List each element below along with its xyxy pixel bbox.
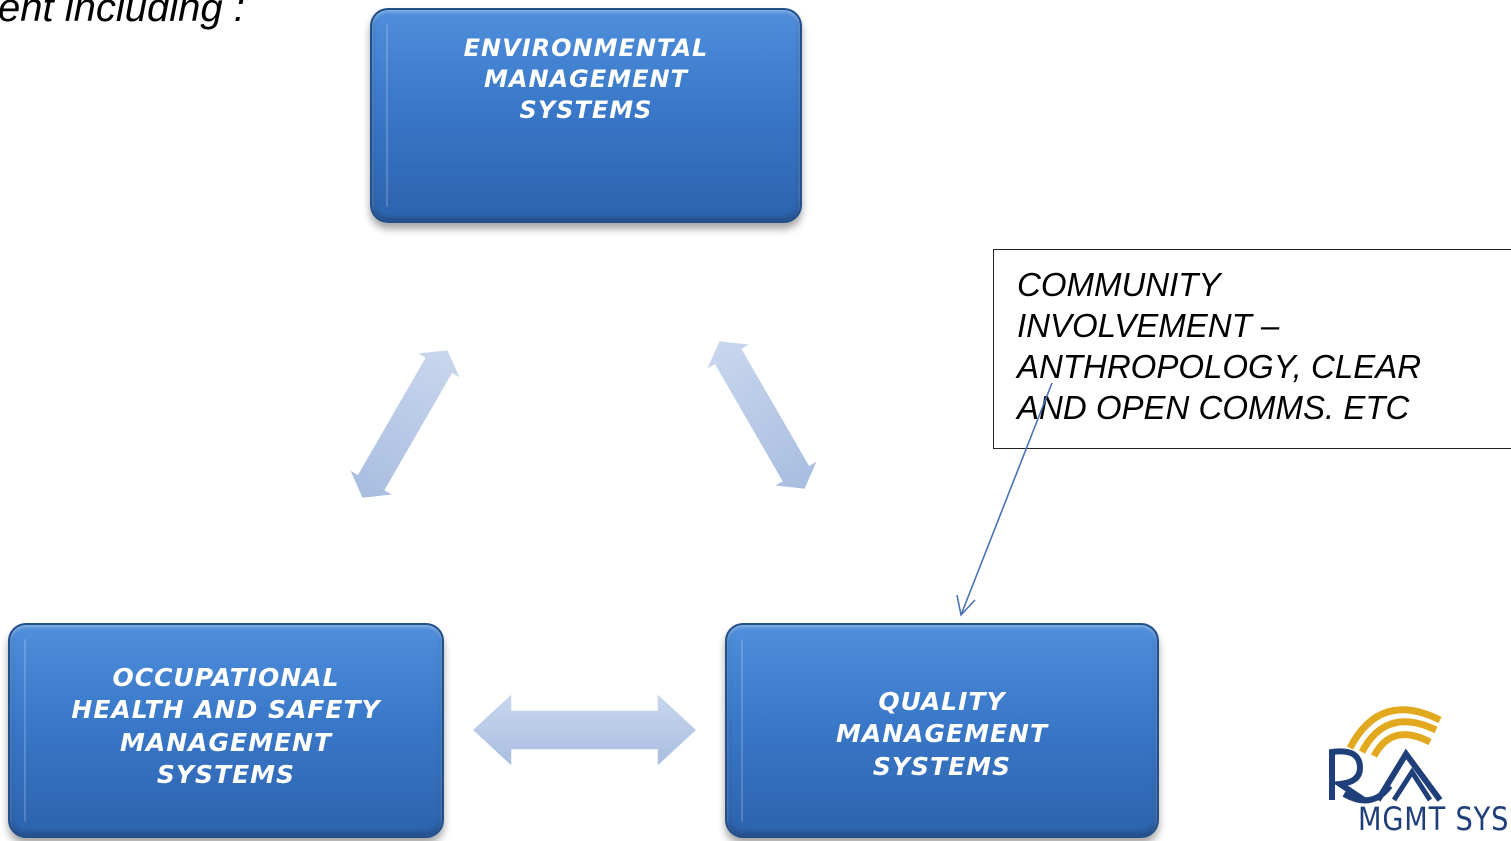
rm-logo — [1320, 690, 1511, 841]
environmental-management-box: ENVIRONMENTAL MANAGEMENT SYSTEMS — [370, 8, 802, 223]
ohs-management-box: OCCUPATIONAL HEALTH AND SAFETY MANAGEMEN… — [8, 623, 444, 838]
logo-caption: MGMT SYS — [1358, 800, 1510, 838]
double-arrow-horizontal — [470, 691, 699, 769]
community-involvement-note: COMMUNITY INVOLVEMENT – ANTHROPOLOGY, CL… — [993, 249, 1511, 449]
note-connector-arrow — [956, 382, 1053, 617]
quality-management-label: QUALITY MANAGEMENT SYSTEMS — [835, 686, 1049, 781]
ohs-management-label: OCCUPATIONAL HEALTH AND SAFETY MANAGEMEN… — [71, 662, 381, 790]
double-arrow-right-diagonal — [704, 339, 820, 491]
double-arrow-left-diagonal — [347, 348, 463, 500]
quality-management-box: QUALITY MANAGEMENT SYSTEMS — [725, 623, 1159, 838]
heading-fragment: ent including : — [0, 0, 245, 30]
environmental-management-label: ENVIRONMENTAL MANAGEMENT SYSTEMS — [463, 33, 709, 125]
logo-mark-icon — [1329, 706, 1443, 804]
community-involvement-text: COMMUNITY INVOLVEMENT – ANTHROPOLOGY, CL… — [1017, 266, 1422, 426]
